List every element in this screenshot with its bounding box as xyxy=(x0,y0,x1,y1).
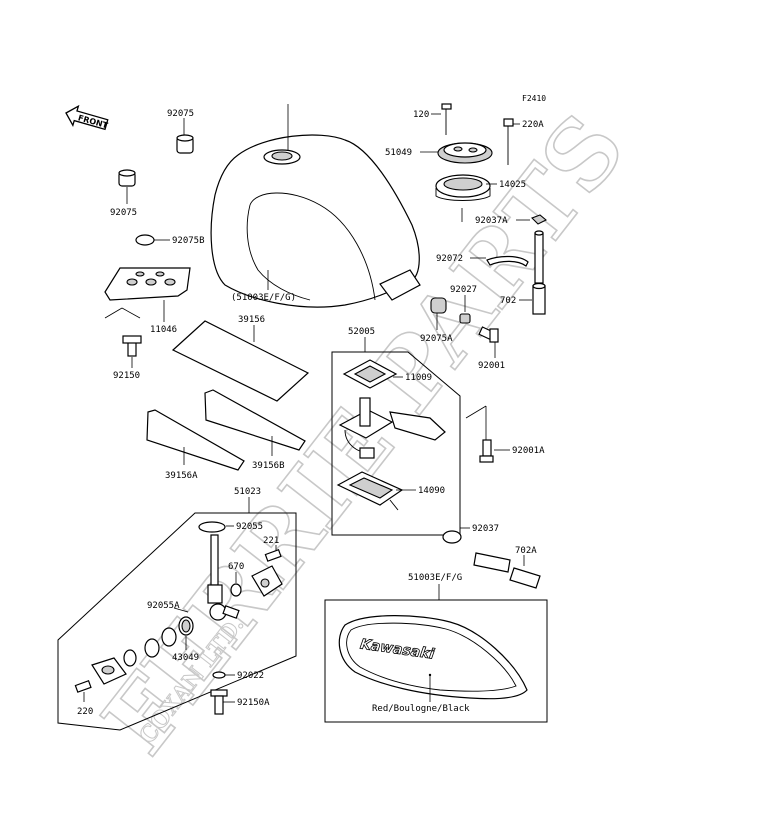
fuel-tank: (51003E/F/G) xyxy=(210,104,421,308)
label-14025: 14025 xyxy=(499,180,526,190)
label-14090: 14090 xyxy=(418,486,445,496)
part-92001-bolt: 92001 xyxy=(478,326,505,371)
label-92150: 92150 xyxy=(113,371,140,381)
part-51049-cap: 51049 xyxy=(385,142,493,164)
label-92001a: 92001A xyxy=(512,446,545,456)
part-52005-unit xyxy=(338,397,446,459)
part-220a-screw: 220A xyxy=(503,118,544,165)
label-11009: 11009 xyxy=(405,373,432,383)
part-39156b-strip: 39156B xyxy=(204,389,306,471)
label-92075-left: 92075 xyxy=(110,208,137,218)
label-51049: 51049 xyxy=(385,148,412,158)
part-92001a-bolt: 92001A xyxy=(465,405,545,463)
label-92055: 92055 xyxy=(236,522,263,532)
part-39156a-strip: 39156A xyxy=(146,409,245,481)
part-92022-washer: 92022 xyxy=(212,671,264,681)
label-92150a: 92150A xyxy=(237,698,270,708)
label-702a: 702A xyxy=(515,546,537,556)
decal-color-note: Red/Boulogne/Black xyxy=(372,704,470,714)
label-92075b: 92075B xyxy=(172,236,205,246)
label-52005: 52005 xyxy=(348,327,375,337)
label-92075a: 92075A xyxy=(420,334,453,344)
label-11046: 11046 xyxy=(150,325,177,335)
part-702-hose: 702 xyxy=(500,230,546,315)
part-92075-left: 92075 xyxy=(110,169,137,218)
part-92072-band: 92072 xyxy=(436,254,529,267)
part-11046-bracket: 11046 xyxy=(104,267,191,335)
label-51003-tank: (51003E/F/G) xyxy=(231,293,296,303)
label-51023: 51023 xyxy=(234,487,261,497)
label-39156b: 39156B xyxy=(252,461,285,471)
fuel-tap-group: 51023 92055 221 670 xyxy=(57,487,297,731)
part-92075b: 92075B xyxy=(135,234,205,246)
decal-shape: Kawasaki xyxy=(338,615,528,700)
part-fuel-tap-body xyxy=(207,534,283,621)
part-92055-gasket: 92055 xyxy=(198,521,263,533)
label-220a: 220A xyxy=(522,120,544,130)
part-tap-bowl xyxy=(91,657,127,685)
label-702: 702 xyxy=(500,296,516,306)
decal-group: 51003E/F/G Kawasaki Red/Boulogne/Black xyxy=(324,573,548,723)
label-92075-top: 92075 xyxy=(167,109,194,119)
label-92001: 92001 xyxy=(478,361,505,371)
part-14025-gasket: 14025 xyxy=(435,174,526,222)
label-92037a: 92037A xyxy=(475,216,508,226)
part-92075-top: 92075 xyxy=(167,109,194,154)
part-92075a-grommet: 92075A xyxy=(420,297,453,344)
sending-unit-group: 52005 11009 14090 xyxy=(331,327,461,536)
label-92022: 92022 xyxy=(237,671,264,681)
part-92150a-bolt: 92150A xyxy=(210,689,270,715)
figure-code: F2410 xyxy=(522,94,546,103)
front-arrow-icon: FRONT xyxy=(65,104,109,130)
label-92072: 92072 xyxy=(436,254,463,264)
part-92055a-oring: 92055A xyxy=(123,601,189,667)
part-43049-filter: 43049 xyxy=(144,616,199,663)
part-92037-clip: 92037 xyxy=(442,524,499,544)
part-670-oring: 670 xyxy=(228,562,244,597)
label-120: 120 xyxy=(413,110,429,120)
label-43049: 43049 xyxy=(172,653,199,663)
part-220-screw: 220 xyxy=(74,680,93,717)
part-92027-collar: 92027 xyxy=(450,285,477,324)
label-92037: 92037 xyxy=(472,524,499,534)
part-92037a-clip: 92037A xyxy=(475,214,547,226)
label-39156: 39156 xyxy=(238,315,265,325)
part-92150-bolt: 92150 xyxy=(113,335,142,381)
part-702a-hose: 702A xyxy=(473,546,541,589)
label-39156a: 39156A xyxy=(165,471,198,481)
label-92027: 92027 xyxy=(450,285,477,295)
label-220: 220 xyxy=(77,707,93,717)
label-51003-decal: 51003E/F/G xyxy=(408,573,462,583)
part-11009-gasket: 11009 xyxy=(342,359,432,389)
part-120-screw: 120 xyxy=(413,103,452,135)
part-39156-pad: 39156 xyxy=(171,315,310,402)
label-670: 670 xyxy=(228,562,244,572)
part-14090-float: 14090 xyxy=(336,471,445,511)
part-221-screw: 221 xyxy=(263,536,282,562)
label-92055a: 92055A xyxy=(147,601,180,611)
label-221: 221 xyxy=(263,536,279,546)
